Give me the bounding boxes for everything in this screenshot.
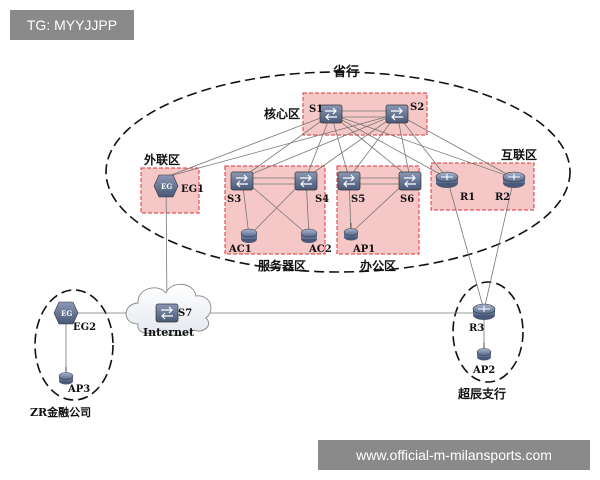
finance-company-label: ZR金融公司 [30,405,91,419]
s7-switch-icon[interactable] [155,303,179,323]
r1-label: R1 [460,192,475,203]
ac1-label: AC1 [228,244,252,255]
eg1-icon-text: EG [161,182,172,191]
eg2-label: EG2 [73,322,96,333]
ac1-controller-icon[interactable] [240,228,258,244]
s2-label: S2 [410,102,424,113]
r2-label: R2 [495,192,510,203]
province-region-boundary [105,71,571,273]
ap1-label: AP1 [352,244,375,255]
r3-router-icon[interactable] [472,303,496,321]
internet-label: Internet [143,326,195,339]
eg1-label: EG1 [181,184,204,195]
branch-label: 超辰支行 [457,386,506,401]
s1-switch-icon[interactable] [319,104,343,124]
s6-label: S6 [400,194,414,205]
s4-label: S4 [315,194,329,205]
s5-switch-icon[interactable] [337,171,361,191]
r3-label: R3 [469,323,484,334]
watermark-url: www.official-m-milansports.com [318,440,590,470]
s1-label: S1 [309,104,323,115]
ap3-label: AP3 [67,384,90,395]
s3-switch-icon[interactable] [230,171,254,191]
province-label: 省行 [332,64,359,80]
network-links [65,110,515,376]
ap2-label: AP2 [472,365,495,376]
server-zone-label: 服务器区 [258,258,306,273]
eg2-icon-text: EG [61,309,72,318]
interconnect-zone-label: 互联区 [501,148,537,162]
r1-router-icon[interactable] [435,171,459,189]
branch-region-boundary [452,281,524,383]
ac2-label: AC2 [308,244,332,255]
s5-label: S5 [351,194,365,205]
finance-company-region-boundary [34,289,114,401]
r2-router-icon[interactable] [502,171,526,189]
ac2-controller-icon[interactable] [300,228,318,244]
external-zone-label: 外联区 [144,152,180,167]
ap2-access-point-icon[interactable] [476,342,492,361]
office-zone-label: 办公区 [360,258,396,273]
s4-switch-icon[interactable] [294,171,318,191]
core-zone-label: 核心区 [264,106,300,121]
s6-switch-icon[interactable] [398,171,422,191]
tg-label: TG: MYYJJPP [10,10,134,40]
s3-label: S3 [227,194,241,205]
s7-label: S7 [178,308,192,319]
ap3-access-point-icon[interactable] [58,366,74,385]
s2-switch-icon[interactable] [385,104,409,124]
